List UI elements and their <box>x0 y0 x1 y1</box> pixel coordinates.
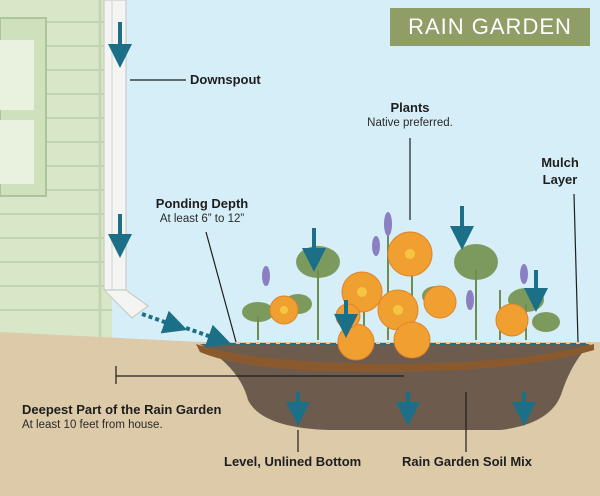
diagram-title: RAIN GARDEN <box>408 14 572 39</box>
water-arrows <box>108 22 548 426</box>
label-downspout: Downspout <box>190 72 261 87</box>
mulch-layer <box>196 344 594 372</box>
leader-lines <box>115 79 579 452</box>
house-wall <box>0 0 112 350</box>
label-ponding-depth: Ponding Depth <box>155 196 249 211</box>
label-deepest-sub: At least 10 feet from house. <box>22 419 163 431</box>
label-deepest: Deepest Part of the Rain Garden <box>22 402 222 417</box>
label-plants-sub: Native preferred. <box>367 117 453 129</box>
title-banner: RAIN GARDEN <box>390 8 590 46</box>
label-mulch-line2: Layer <box>542 172 578 187</box>
label-level-bottom: Level, Unlined Bottom <box>224 454 362 469</box>
label-ponding-sub: At least 6” to 12” <box>159 213 245 225</box>
label-mulch-line1: Mulch <box>541 155 579 170</box>
label-plants: Plants <box>390 100 430 115</box>
label-soil-mix: Rain Garden Soil Mix <box>402 454 533 469</box>
